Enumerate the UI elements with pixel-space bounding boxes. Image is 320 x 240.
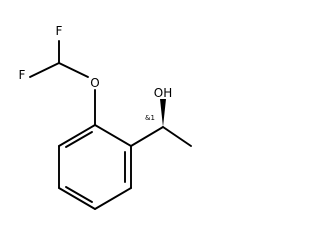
fluorine-top-label: F <box>56 24 63 38</box>
ring-bond <box>58 124 96 147</box>
ring-double-bond <box>65 131 93 148</box>
fluorine-left-label: F <box>19 68 26 82</box>
carbon-fluorine-bond-left <box>29 62 60 78</box>
wedge-bond <box>160 99 166 127</box>
oxygen-carbon-bond <box>58 62 89 78</box>
stereocenter-methyl-bond <box>162 126 192 147</box>
hydroxyl-label: OH <box>154 86 172 100</box>
ring-bond <box>94 187 132 210</box>
chemical-structure: F F O OH &1 <box>19 24 192 210</box>
ether-oxygen-label: O <box>90 76 99 90</box>
ring-bond <box>94 124 132 147</box>
aryl-stereocenter-bond <box>130 126 164 147</box>
stereo-annotation: &1 <box>145 114 155 122</box>
ring-double-bond <box>65 186 93 203</box>
ring-bond <box>58 187 96 210</box>
